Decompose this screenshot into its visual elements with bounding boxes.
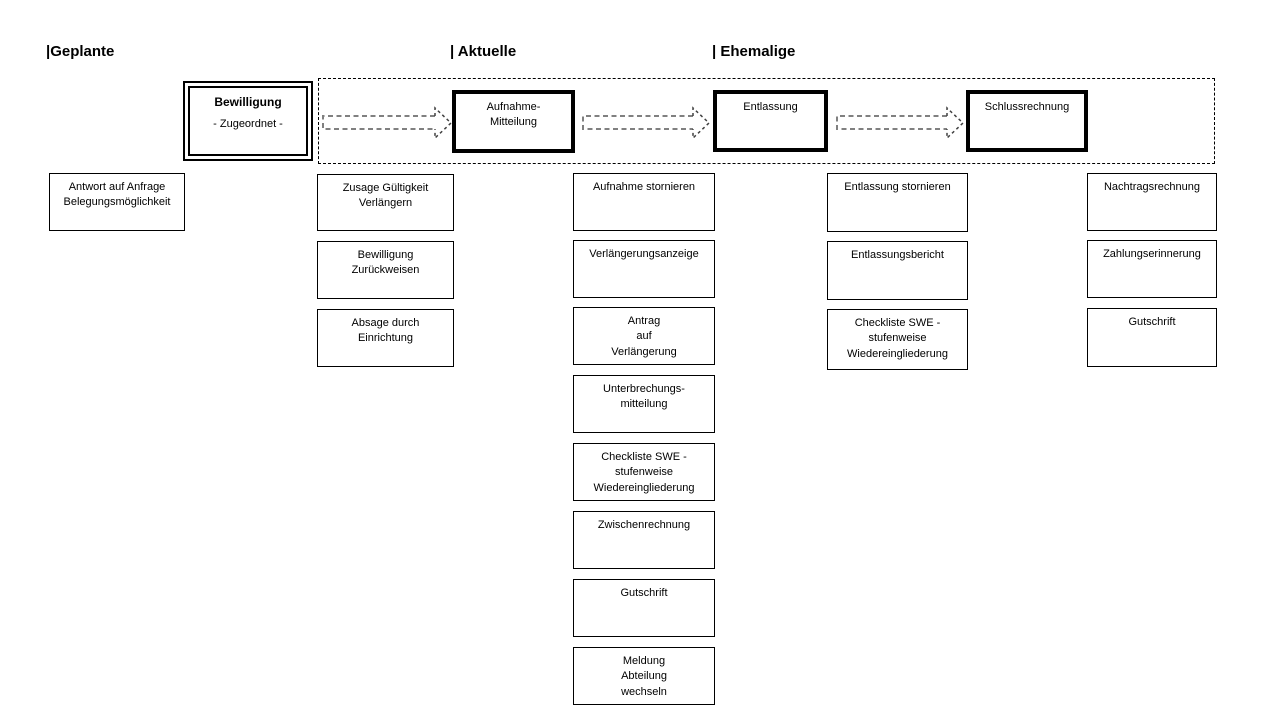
header-aktuelle: | Aktuelle [450,43,517,60]
doc-box-zusage-gueltigkeit: Zusage Gültigkeit Verlängern [317,174,454,231]
header-ehemalige: | Ehemalige [712,43,796,60]
doc-box-verlaengerungsanzeige: Verlängerungsanzeige [573,240,715,298]
flow-arrow-icon [836,106,964,140]
stage-bewilligung: Bewilligung - Zugeordnet - [183,81,313,161]
doc-box-entlassung-stornieren: Entlassung stornieren [827,173,968,232]
doc-box-absage-durch-einrichtung: Absage durch Einrichtung [317,309,454,367]
stage-bewilligung-title: Bewilligung [214,95,282,109]
doc-box-checkliste-swe-entlassung: Checkliste SWE - stufenweise Wiedereingl… [827,309,968,370]
doc-box-gutschrift-aufnahme: Gutschrift [573,579,715,637]
doc-box-unterbrechungsmitteilung: Unterbrechungs- mitteilung [573,375,715,433]
flow-arrow-icon [582,106,710,140]
stage-schlussrechnung: Schlussrechnung [966,90,1088,152]
doc-box-meldung-abteilung-wechseln: Meldung Abteilung wechseln [573,647,715,705]
lifecycle-dashed-frame [318,78,1215,164]
doc-box-zwischenrechnung: Zwischenrechnung [573,511,715,569]
doc-box-bewilligung-zurueckweisen: Bewilligung Zurückweisen [317,241,454,299]
stage-bewilligung-subtitle: - Zugeordnet - [213,118,283,130]
doc-box-aufnahme-stornieren: Aufnahme stornieren [573,173,715,231]
doc-box-antwort-auf-anfrage: Antwort auf Anfrage Belegungsmöglichkeit [49,173,185,231]
doc-box-entlassungsbericht: Entlassungsbericht [827,241,968,300]
doc-box-gutschrift-schluss: Gutschrift [1087,308,1217,367]
doc-box-nachtragsrechnung: Nachtragsrechnung [1087,173,1217,231]
doc-box-zahlungserinnerung: Zahlungserinnerung [1087,240,1217,298]
doc-box-antrag-auf-verlaengerung: Antrag auf Verlängerung [573,307,715,365]
doc-box-checkliste-swe: Checkliste SWE - stufenweise Wiedereingl… [573,443,715,501]
header-geplante: |Geplante [46,43,115,60]
stage-entlassung: Entlassung [713,90,828,152]
flow-arrow-icon [322,106,452,140]
stage-aufnahme-mitteilung: Aufnahme- Mitteilung [452,90,575,153]
